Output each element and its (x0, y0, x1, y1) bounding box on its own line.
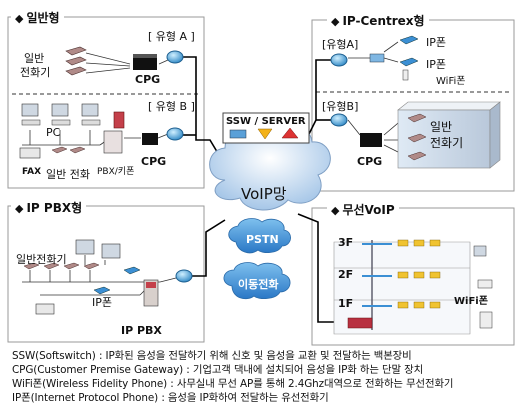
centrex-phone-label-1: 일반 (430, 120, 453, 134)
mobile-cloud (223, 262, 291, 300)
general-panel-border (7, 16, 205, 189)
general-a-phones (65, 46, 87, 76)
centrex-ip-phone-2-label: IP폰 (426, 58, 446, 71)
pstn-label: PSTN (246, 233, 279, 246)
legend-ip-phone: IP폰(Internet Protocol Phone) : 음성을 IP화하여… (12, 392, 329, 404)
ippbx-panel-border (7, 205, 205, 343)
general-type-b-label: [ 유형 B ] (148, 100, 195, 113)
legend-wifi: WiFi폰(Wireless Fidelity Phone) : 사무실내 무선… (12, 378, 454, 390)
centrex-ip-phone-1-label: IP폰 (426, 36, 446, 49)
diamond-bullet-icon: ◆ (331, 204, 340, 217)
ipcentrex-panel-title: ◆IP-Centrex형 (327, 12, 429, 29)
floor-3f-label: 3F (338, 236, 354, 249)
wireless-panel-title: ◆무선VoIP (327, 201, 399, 218)
pc-label: PC (46, 126, 61, 139)
centrex-a-devices (369, 35, 419, 81)
diamond-bullet-icon: ◆ (331, 15, 340, 28)
general-type-a-label: [ 유형 A ] (148, 30, 195, 43)
centrex-phone-label-2: 전화기 (430, 136, 464, 150)
wireless-panel-border (311, 207, 515, 346)
ippbx-devices (23, 239, 159, 315)
wireless-wifi-phone-label: WiFi폰 (454, 296, 488, 307)
centrex-wifi-phone-label: WiFi폰 (436, 76, 466, 87)
ippbx-panel-title: ◆IP PBX형 (11, 199, 87, 216)
pstn-cloud (228, 218, 291, 254)
floor-2f-label: 2F (338, 268, 354, 281)
cpg-centrex-box (360, 133, 382, 147)
wireless-building (333, 239, 493, 335)
general-phone-bottom-label: 일반 전화 (46, 168, 90, 181)
centrex-type-a-label: [유형A] (322, 38, 359, 51)
centrex-b-building (397, 101, 501, 169)
general-phone-label-2: 전화기 (20, 66, 51, 79)
ippbx-general-phone-label: 일반전화기 (16, 253, 67, 266)
legend-cpg: CPG(Customer Premise Gateway) : 기업고객 댁내에… (12, 364, 424, 376)
centrex-cpg-label: CPG (357, 155, 383, 168)
diamond-bullet-icon: ◆ (15, 202, 24, 215)
ippbx-ip-phone-label: IP폰 (92, 296, 112, 309)
cpg-b-label: CPG (141, 155, 167, 168)
cpg-b-box (142, 133, 158, 145)
ippbx-ip-pbx-label: IP PBX (121, 324, 162, 337)
mobile-label: 이동전화 (238, 278, 279, 291)
general-panel-title: ◆일반형 (11, 9, 64, 26)
legend-ssw: SSW(Softswitch) : IP화된 음성을 전달하기 위해 신호 및 … (12, 350, 412, 362)
voip-network-label: VoIP망 (241, 185, 287, 203)
floor-1f-label: 1F (338, 297, 354, 310)
fax-label: FAX (22, 167, 42, 177)
centrex-type-b-label: [유형B] (322, 100, 359, 113)
ssw-server-label: SSW / SERVER (226, 116, 306, 127)
pbx-keyphone-label: PBX/키폰 (97, 167, 135, 177)
general-phone-label-1: 일반 (24, 52, 45, 65)
general-b-devices (19, 103, 125, 159)
cpg-a-label: CPG (135, 73, 161, 86)
diamond-bullet-icon: ◆ (15, 12, 24, 25)
